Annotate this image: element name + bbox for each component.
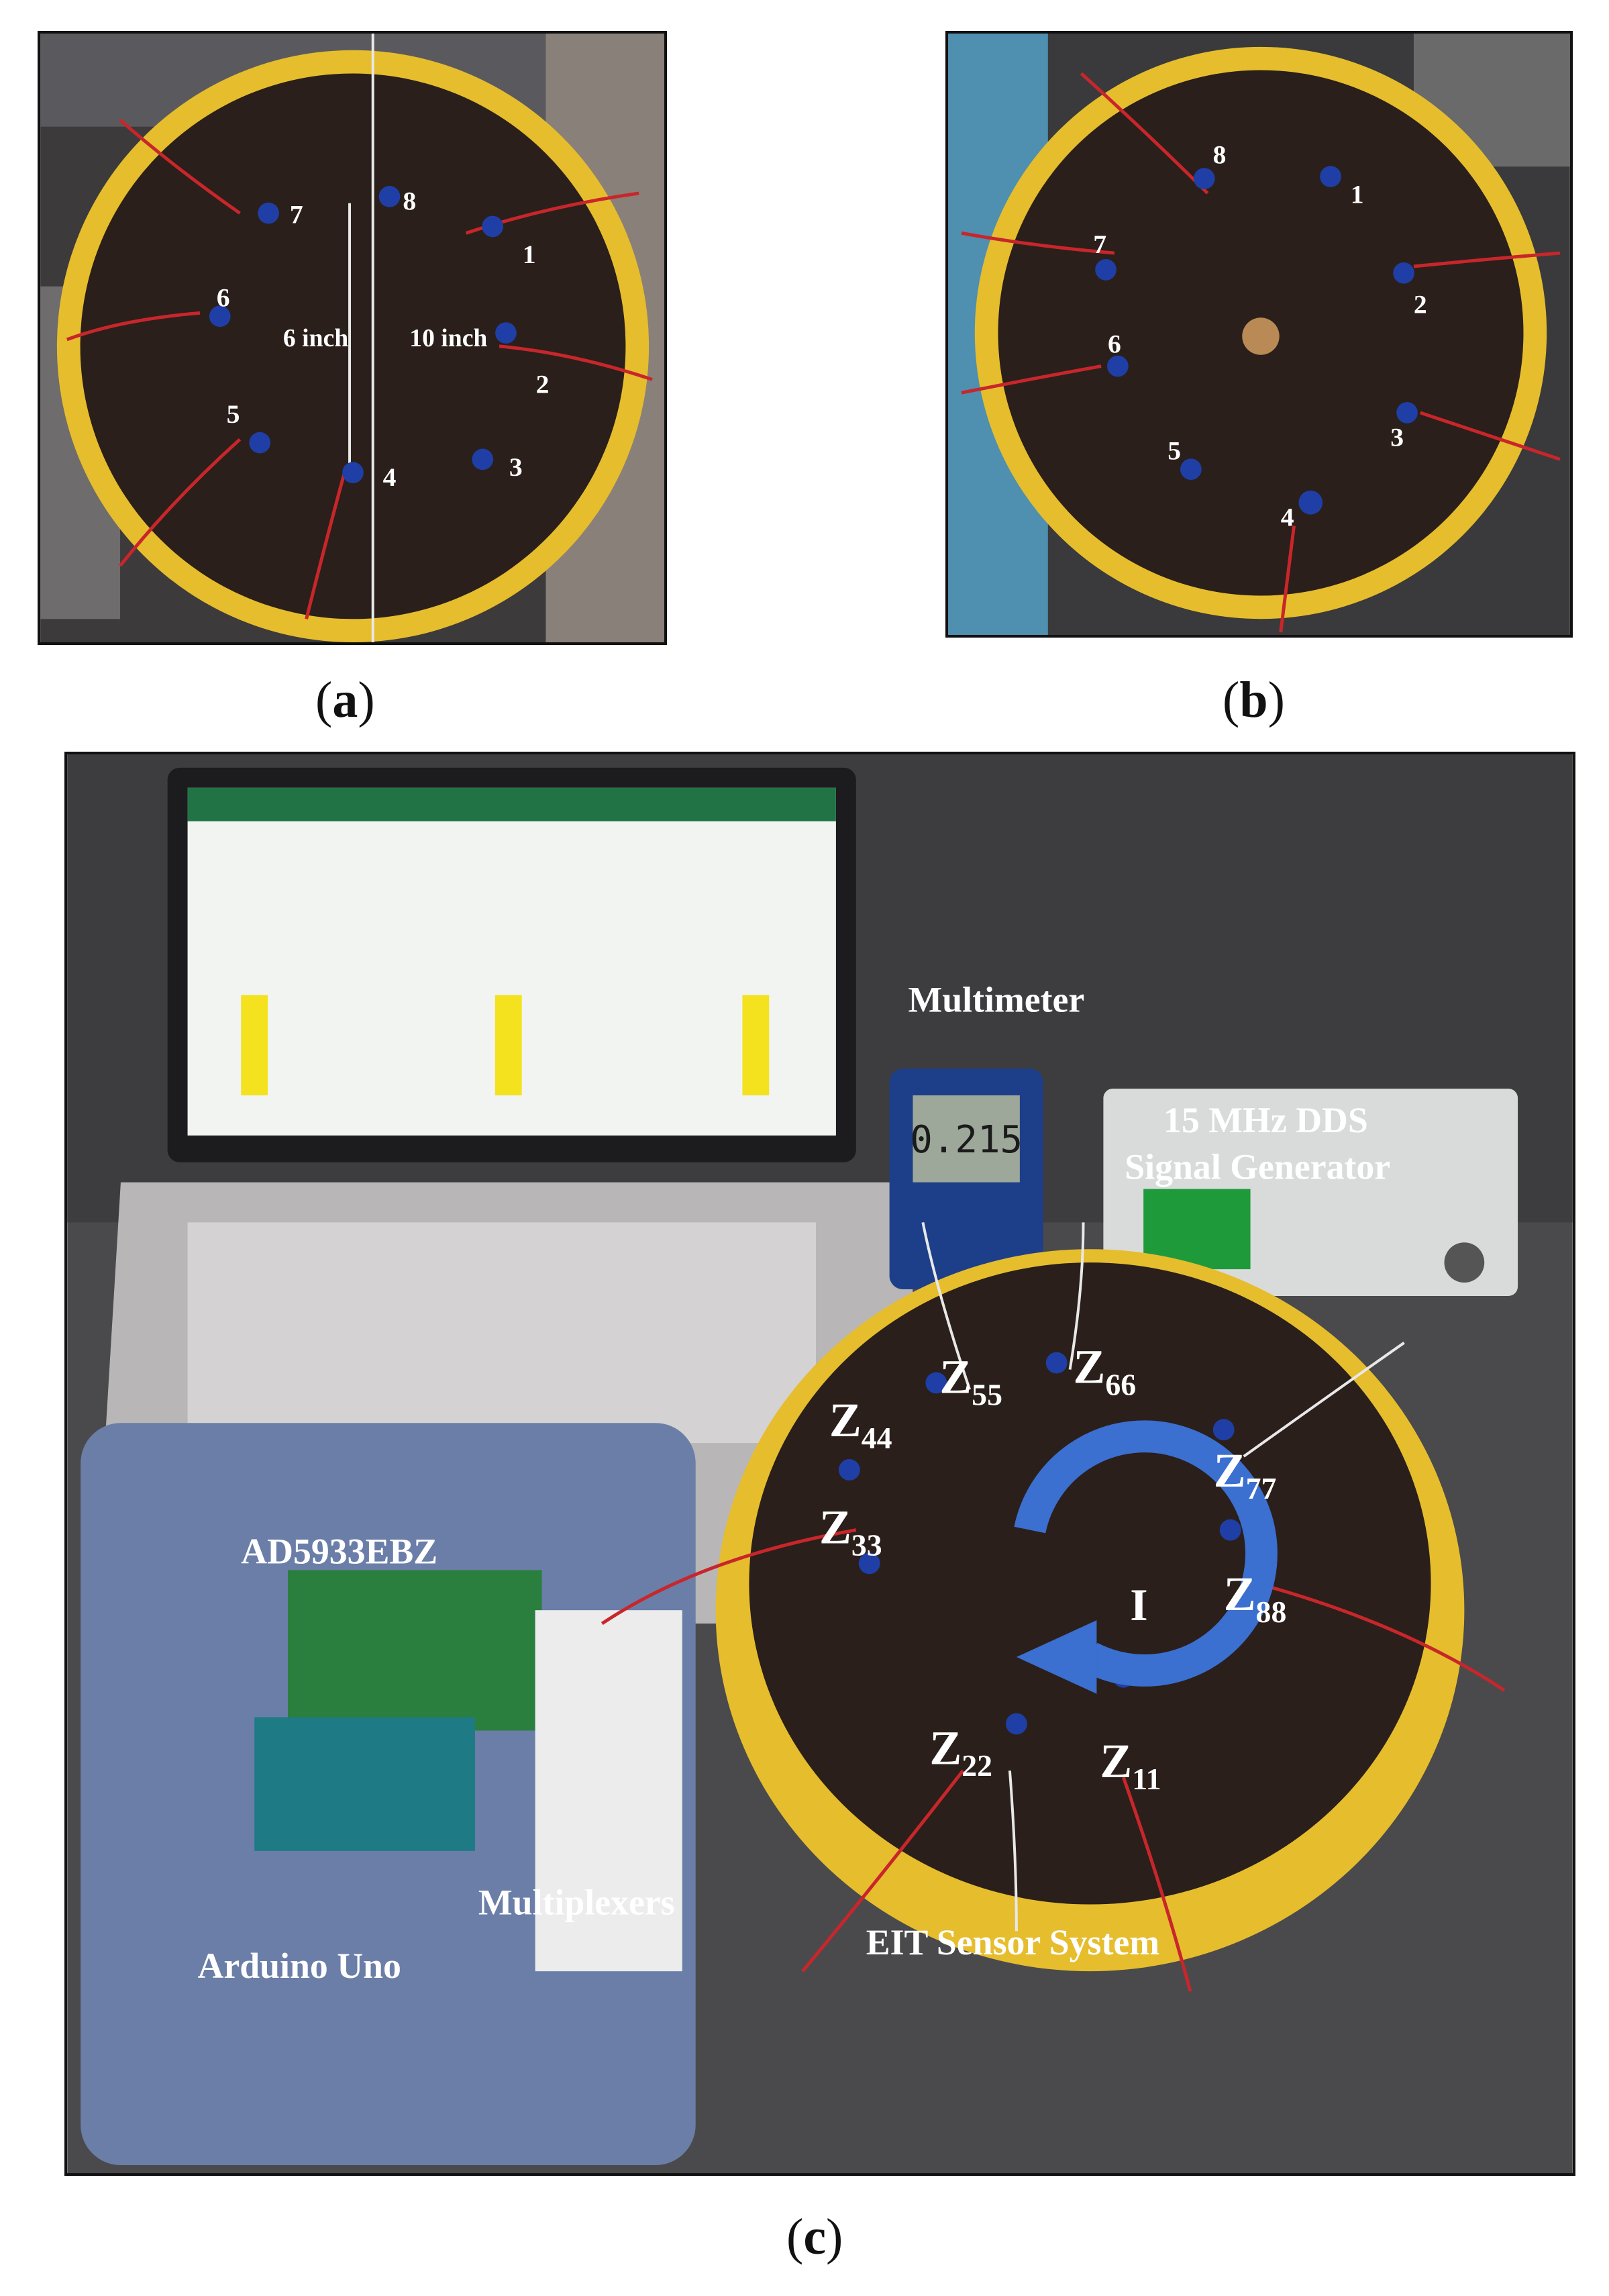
- caption-a: (a): [315, 672, 375, 728]
- electrode-label-2: 2: [536, 369, 550, 399]
- electrode-label-5: 5: [227, 399, 240, 429]
- impedance-label-z33: Z33: [819, 1501, 882, 1562]
- label-current-i: I: [1130, 1580, 1147, 1630]
- dimension-label-10-inch: 10 inch: [409, 324, 487, 352]
- electrode-label-8: 8: [1213, 140, 1227, 169]
- pot-top-view-b: 1 2 3 4 5 6 7 8: [948, 34, 1570, 635]
- label-eit-sensor-system: EIT Sensor System: [866, 1922, 1159, 1962]
- label-generator-line2: Signal Generator: [1125, 1147, 1390, 1187]
- dimension-label-6-inch: 6 inch: [283, 324, 348, 352]
- caption-c: (c): [786, 2209, 843, 2265]
- electrode-label-4: 4: [383, 462, 397, 492]
- impedance-label-z66: Z66: [1074, 1340, 1137, 1401]
- label-arduino-uno: Arduino Uno: [198, 1946, 401, 1986]
- caption-b: (b): [1223, 672, 1285, 728]
- pot-top-view-a: 1 2 3 4 5 6 7 8 6 inch 10 inch: [40, 34, 664, 642]
- arrowhead-icon: [1016, 1620, 1097, 1694]
- experimental-setup-photo: 0.215: [67, 754, 1573, 2173]
- arduino-board: [254, 1717, 475, 1851]
- electrode-label-1: 1: [1351, 180, 1364, 209]
- label-multimeter: Multimeter: [909, 980, 1085, 1020]
- impedance-label-z88: Z88: [1224, 1567, 1287, 1629]
- ad5933-board: [288, 1570, 542, 1731]
- impedance-label-z11: Z11: [1100, 1734, 1161, 1796]
- multimeter-display: 0.215: [910, 1118, 1023, 1162]
- impedance-label-z44: Z44: [829, 1393, 892, 1455]
- electrode-label-6: 6: [1108, 330, 1121, 359]
- photo-panel-b: 1 2 3 4 5 6 7 8: [945, 31, 1573, 638]
- label-ad5933ebz: AD5933EBZ: [241, 1531, 437, 1571]
- photo-panel-a: 1 2 3 4 5 6 7 8 6 inch 10 inch: [38, 31, 667, 645]
- electrode-label-6: 6: [217, 283, 230, 312]
- impedance-label-z55: Z55: [939, 1350, 1002, 1411]
- electrode-label-5: 5: [1167, 436, 1181, 465]
- electrode-label-1: 1: [523, 240, 536, 269]
- impedance-label-z22: Z22: [929, 1721, 992, 1783]
- electrode-label-7: 7: [1093, 230, 1106, 259]
- photo-panel-c: 0.215: [64, 752, 1575, 2176]
- current-circulation-arrow: [1014, 1420, 1278, 1687]
- electrode-label-7: 7: [290, 200, 303, 230]
- electrode-label-3: 3: [1390, 423, 1404, 452]
- electrode-label-3: 3: [509, 452, 523, 482]
- label-multiplexers: Multiplexers: [478, 1882, 675, 1922]
- electrode-label-4: 4: [1281, 502, 1294, 532]
- label-generator-line1: 15 MHz DDS: [1163, 1100, 1368, 1140]
- breadboard: [535, 1610, 682, 1972]
- electrode-label-8: 8: [403, 187, 416, 216]
- electrode-label-2: 2: [1414, 289, 1427, 319]
- impedance-label-z77: Z77: [1214, 1444, 1277, 1505]
